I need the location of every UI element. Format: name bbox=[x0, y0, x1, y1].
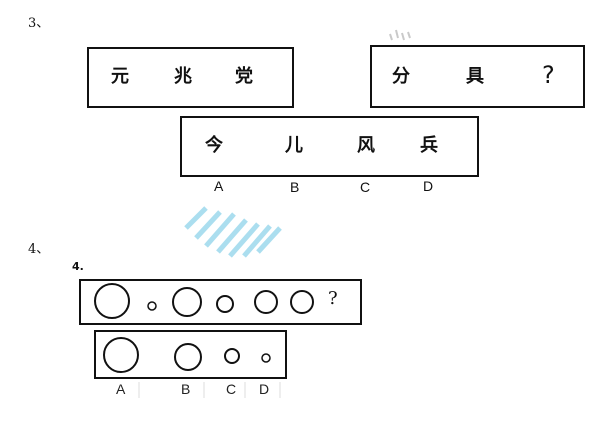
options-box-q3: 今 儿 风 兵 bbox=[180, 116, 479, 177]
box1-char-3: 党 bbox=[235, 66, 253, 87]
option-circle-d bbox=[261, 353, 271, 363]
q3-option-label-b[interactable]: B bbox=[290, 179, 300, 195]
question-4-number: 4、 bbox=[28, 242, 50, 257]
box2-question-mark: ? bbox=[542, 61, 555, 89]
option-char-d: 兵 bbox=[420, 135, 438, 156]
option-circle-a bbox=[103, 337, 139, 373]
q3-option-label-a[interactable]: A bbox=[214, 178, 224, 194]
box1-char-1: 元 bbox=[111, 66, 129, 87]
q3-option-label-d[interactable]: D bbox=[423, 178, 434, 194]
q4-scan-label: 4. bbox=[72, 260, 84, 273]
option-circle-b bbox=[174, 343, 202, 371]
sequence-circle-5 bbox=[254, 290, 278, 314]
q4-sequence-box bbox=[79, 279, 362, 325]
figure-box-2: 分 具 ? bbox=[370, 45, 585, 108]
box2-char-1: 分 bbox=[392, 66, 410, 87]
q4-option-label-a[interactable]: A bbox=[116, 381, 126, 397]
box1-char-2: 兆 bbox=[174, 66, 192, 87]
sequence-circle-3 bbox=[172, 287, 202, 317]
q4-option-label-d[interactable]: D bbox=[259, 381, 270, 397]
option-circle-c bbox=[224, 348, 240, 364]
sequence-circle-6 bbox=[290, 290, 314, 314]
sequence-circle-1 bbox=[94, 283, 130, 319]
sequence-circle-4 bbox=[216, 295, 234, 313]
q4-option-label-c[interactable]: C bbox=[226, 381, 237, 397]
q4-options-box bbox=[94, 330, 287, 379]
box2-char-2: 具 bbox=[466, 66, 484, 87]
q4-option-label-b[interactable]: B bbox=[181, 381, 191, 397]
q3-option-label-c[interactable]: C bbox=[360, 179, 371, 195]
sequence-circle-2 bbox=[147, 301, 157, 311]
question-3-number: 3、 bbox=[28, 16, 50, 31]
option-char-b: 儿 bbox=[285, 135, 303, 156]
option-char-a: 今 bbox=[205, 135, 223, 156]
q4-question-mark: ? bbox=[328, 288, 338, 309]
figure-box-1: 元 兆 党 bbox=[87, 47, 294, 108]
option-char-c: 风 bbox=[357, 135, 375, 156]
